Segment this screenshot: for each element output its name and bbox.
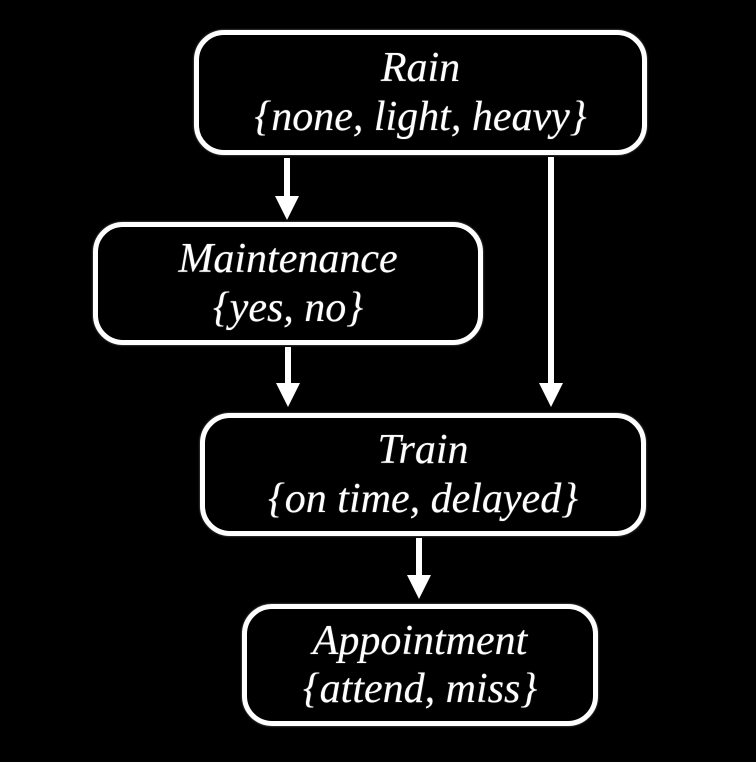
node-rain-domain: {none, light, heavy} (254, 93, 587, 140)
edge-maintenance-to-train-arrow (276, 347, 300, 407)
edge-rain-to-maintenance-arrow (275, 158, 299, 220)
node-rain-label: Rain (380, 45, 461, 92)
node-appointment: Appointment {attend, miss} (242, 604, 598, 726)
node-maintenance-domain: {yes, no} (212, 284, 364, 331)
node-maintenance: Maintenance {yes, no} (93, 222, 483, 345)
node-train-domain: {on time, delayed} (268, 475, 578, 522)
edge-train-to-appointment-arrow (407, 538, 431, 599)
node-maintenance-label: Maintenance (178, 236, 398, 283)
edge-rain-to-train-arrow (539, 157, 563, 407)
node-appointment-label: Appointment (312, 617, 528, 664)
node-train-label: Train (377, 427, 469, 474)
node-rain: Rain {none, light, heavy} (194, 30, 647, 155)
node-appointment-domain: {attend, miss} (302, 666, 538, 712)
node-train: Train {on time, delayed} (200, 413, 646, 536)
